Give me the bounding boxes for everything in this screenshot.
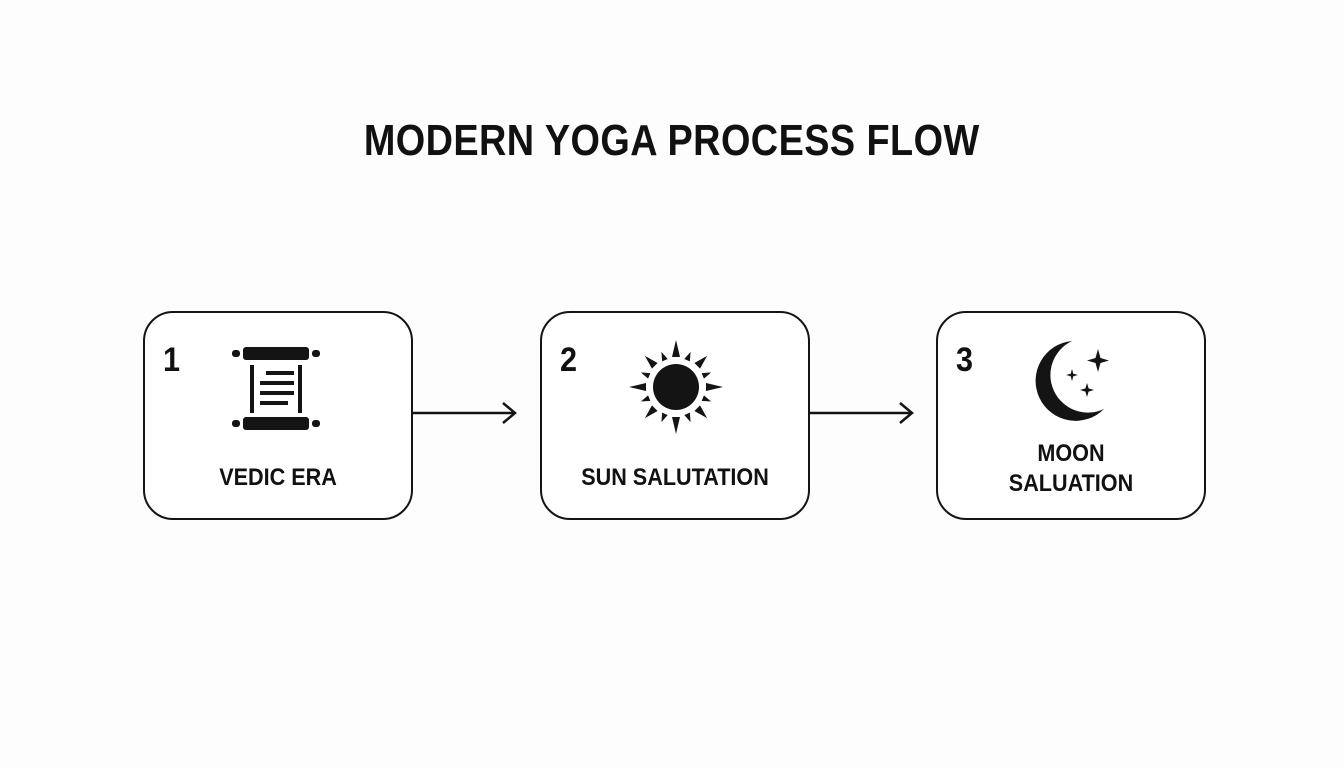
arrow-right-icon — [810, 402, 914, 424]
moon-stars-icon — [1035, 341, 1109, 421]
step-label-line-2: SALUATION — [1008, 470, 1134, 497]
arrow-right-icon — [413, 402, 517, 424]
step-1-box: 1 VEDIC ERA — [143, 311, 413, 520]
step-label-line-1: MOON — [1037, 440, 1105, 467]
step-3-box: 3 MOON SALUATION — [936, 311, 1206, 520]
sun-icon — [629, 340, 723, 434]
step-2-box: 2 — [540, 311, 810, 520]
step-number: 3 — [956, 341, 974, 379]
page-title: MODERN YOGA PROCESS FLOW — [363, 116, 980, 165]
step-number: 2 — [560, 341, 578, 379]
step-label: SUN SALUTATION — [581, 464, 769, 491]
step-number: 1 — [163, 341, 181, 379]
scroll-icon — [232, 347, 320, 430]
step-label: VEDIC ERA — [219, 464, 337, 491]
